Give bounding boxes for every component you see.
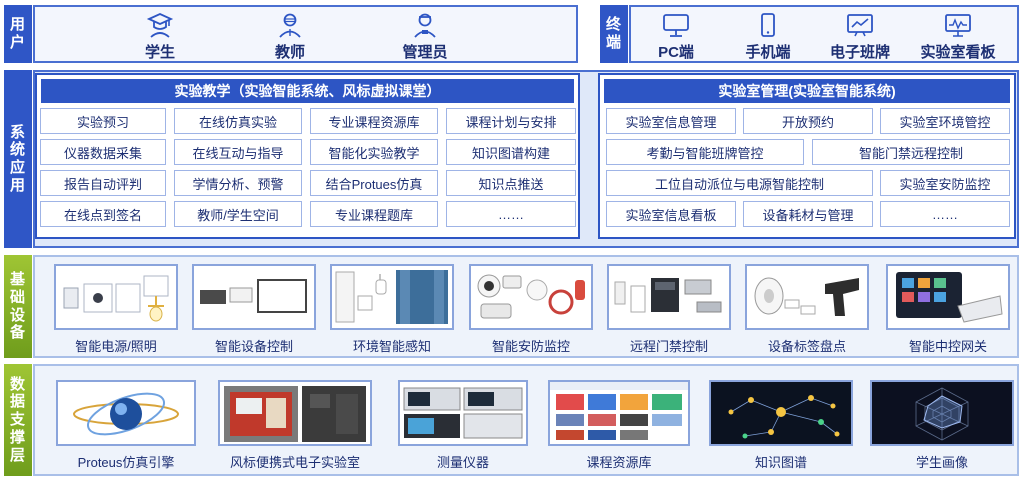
teaching-cell: 报告自动评判: [40, 170, 166, 196]
device-card-access: [607, 264, 731, 330]
teaching-cell: ……: [446, 201, 576, 227]
teaching-cell: 专业课程题库: [310, 201, 438, 227]
terminal-label-lab-dashboard: 实验室看板: [920, 44, 996, 61]
instrument-icon: [403, 387, 523, 439]
data-card-knowledge-graph: [709, 380, 853, 446]
data-label: 测量仪器: [436, 455, 489, 470]
management-cell: 实验室信息看板: [606, 201, 736, 227]
management-title: 实验室管理(实验室智能系统): [604, 79, 1010, 103]
teaching-cell: 学情分析、预警: [174, 170, 302, 196]
management-cell: 实验室安防监控: [880, 170, 1010, 196]
user-item-teacher: 教师: [255, 12, 325, 62]
teaching-cell: 在线互动与指导: [174, 139, 302, 165]
data-label: 课程资源库: [586, 455, 652, 470]
management-cell: ……: [880, 201, 1010, 227]
terminal-label-pc: PC端: [658, 44, 694, 61]
phone-icon: [761, 13, 775, 37]
data-card-course-library: [548, 380, 690, 446]
management-cell: 设备耗材与管理: [743, 201, 873, 227]
teacher-icon: [279, 13, 301, 38]
teaching-cell: 专业课程资源库: [310, 108, 438, 134]
management-cell: 实验室信息管理: [606, 108, 736, 134]
users-tab: 用 户: [4, 5, 32, 63]
device-label: 智能中控网关: [908, 339, 987, 354]
device-label: 智能安防监控: [491, 339, 570, 354]
users-panel: [33, 5, 578, 63]
terminal-label-phone: 手机端: [745, 44, 791, 61]
proteus-logo-icon: [73, 392, 179, 436]
device-card-power: [54, 264, 178, 330]
device-label: 远程门禁控制: [629, 339, 708, 354]
data-card-portable-lab: [218, 380, 372, 446]
teaching-cell: 课程计划与安排: [446, 108, 576, 134]
management-cell: 考勤与智能班牌管控: [606, 139, 804, 165]
teaching-cell: 智能化实验教学: [310, 139, 438, 165]
device-label: 智能电源/照明: [75, 339, 157, 354]
terminal-item-lab-dashboard: 实验室看板: [910, 12, 1006, 62]
teaching-cell: 知识图谱构建: [446, 139, 576, 165]
teaching-cell: 仪器数据采集: [40, 139, 166, 165]
power-outlet-icon: [63, 275, 169, 322]
management-cell: 智能门禁远程控制: [812, 139, 1010, 165]
devices-tab: 基 础 设 备: [4, 255, 32, 358]
teaching-cell: 在线点到签名: [40, 201, 166, 227]
user-label-student: 学生: [144, 44, 175, 61]
knowledge-graph-icon: [728, 395, 840, 439]
student-icon: [146, 13, 174, 38]
data-label: Proteus仿真引擎: [77, 455, 175, 470]
dashboard-icon: [945, 14, 971, 37]
course-library-screenshot-icon: [550, 382, 688, 440]
gateway-panel-icon: [896, 272, 1003, 323]
terminal-item-pc: PC端: [648, 12, 704, 62]
teaching-title: 实验教学（实验智能系统、风标虚拟课堂）: [41, 79, 574, 103]
data-card-instruments: [398, 380, 528, 446]
admin-icon: [414, 13, 436, 38]
device-card-gateway: [886, 264, 1010, 330]
device-label: 智能设备控制: [214, 339, 293, 354]
environment-sensor-icon: [335, 270, 448, 324]
terminals-tab: 终 端: [600, 5, 628, 63]
device-card-rfid: [745, 264, 869, 330]
data-layer-tab: 数 据 支 撑 层: [4, 364, 32, 476]
device-label: 设备标签盘点: [767, 339, 846, 354]
device-label: 环境智能感知: [352, 339, 431, 354]
terminal-item-class-board: 电子班牌: [822, 12, 898, 62]
device-card-control: [192, 264, 316, 330]
board-icon: [847, 14, 873, 37]
device-card-security: [469, 264, 593, 330]
management-cell: 实验室环境管控: [880, 108, 1010, 134]
monitor-icon: [663, 14, 689, 37]
terminal-label-class-board: 电子班牌: [829, 44, 890, 61]
portable-lab-icon: [224, 386, 366, 442]
user-label-admin: 管理员: [402, 44, 448, 61]
data-label: 知识图谱: [754, 455, 807, 470]
device-card-environment: [330, 264, 454, 330]
data-label: 学生画像: [915, 455, 968, 470]
data-card-proteus: [56, 380, 196, 446]
system-tab: 系 统 应 用: [4, 70, 32, 248]
radar-chart-icon: [915, 387, 969, 441]
rfid-scanner-icon: [754, 277, 859, 316]
management-cell: 开放预约: [743, 108, 873, 134]
security-camera-icon: [477, 274, 585, 319]
teaching-cell: 教师/学生空间: [174, 201, 302, 227]
data-card-student-profile: [870, 380, 1014, 446]
door-lock-icon: [614, 278, 722, 313]
teaching-cell: 结合Protues仿真: [310, 170, 438, 196]
user-label-teacher: 教师: [274, 44, 305, 61]
teaching-cell: 知识点推送: [446, 170, 576, 196]
control-device-icon: [200, 279, 307, 313]
data-label: 风标便携式电子实验室: [229, 455, 360, 470]
user-item-student: 学生: [125, 12, 195, 62]
user-item-admin: 管理员: [385, 12, 465, 62]
management-cell: 工位自动派位与电源智能控制: [606, 170, 873, 196]
terminal-item-phone: 手机端: [733, 12, 803, 62]
teaching-cell: 在线仿真实验: [174, 108, 302, 134]
teaching-cell: 实验预习: [40, 108, 166, 134]
